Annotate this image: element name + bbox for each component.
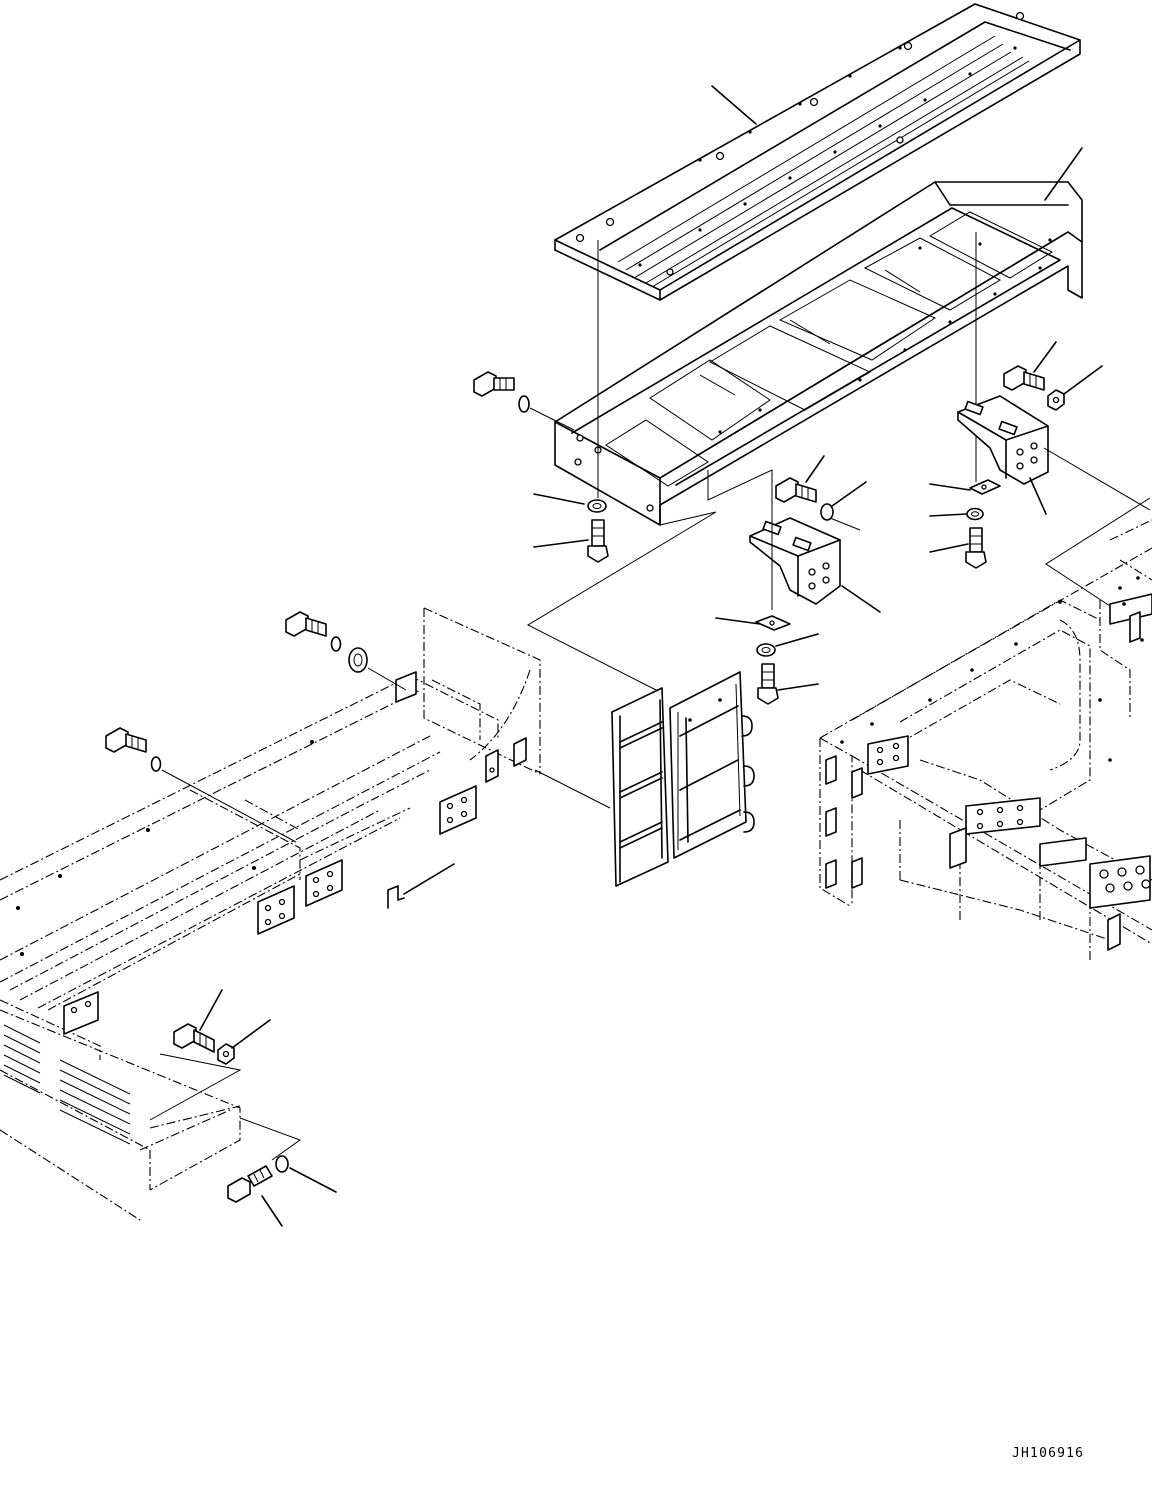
mounting-bracket xyxy=(958,396,1048,484)
hex-bolt-icon xyxy=(228,1166,272,1202)
left-chassis-frame xyxy=(0,608,540,1220)
leader-top-cover xyxy=(712,86,756,124)
hex-bolt-icon xyxy=(776,478,816,502)
right-chassis-frame xyxy=(820,520,1152,960)
top-cover-plate xyxy=(555,4,1080,300)
drawing-code: JH106916 xyxy=(1012,1446,1085,1461)
hex-bolt-icon xyxy=(966,528,986,568)
washer-icon xyxy=(967,509,983,520)
hex-bolt-icon xyxy=(588,520,608,562)
ladder xyxy=(612,672,754,886)
hex-nut-icon xyxy=(1048,390,1064,410)
hex-bolt-icon xyxy=(1004,366,1044,390)
shim-plate-icon xyxy=(756,616,790,630)
washer-icon xyxy=(519,396,529,412)
hex-bolt-icon xyxy=(286,612,326,636)
shim-plate-icon xyxy=(970,480,1000,494)
washer-icon xyxy=(588,500,606,512)
step-tray-frame xyxy=(555,182,1082,525)
washer-icon xyxy=(821,504,833,520)
hex-bolt-icon xyxy=(174,1024,214,1052)
leader-washer xyxy=(534,494,584,504)
hex-bolt-icon xyxy=(758,664,778,704)
hook-pin xyxy=(388,886,404,908)
washer-icon xyxy=(152,757,161,771)
hex-bolt-icon xyxy=(106,728,146,752)
washer-icon xyxy=(332,637,341,651)
hex-bolt-icon xyxy=(474,372,514,396)
hex-nut-icon xyxy=(218,1044,234,1064)
washer-icon xyxy=(757,644,775,656)
mounting-bracket xyxy=(750,518,840,604)
washer-icon xyxy=(276,1156,288,1172)
spacer-bushing xyxy=(349,648,367,672)
leader-bolt xyxy=(534,540,588,547)
leader-step-tray xyxy=(1045,148,1082,200)
leader-bracket xyxy=(842,586,880,612)
